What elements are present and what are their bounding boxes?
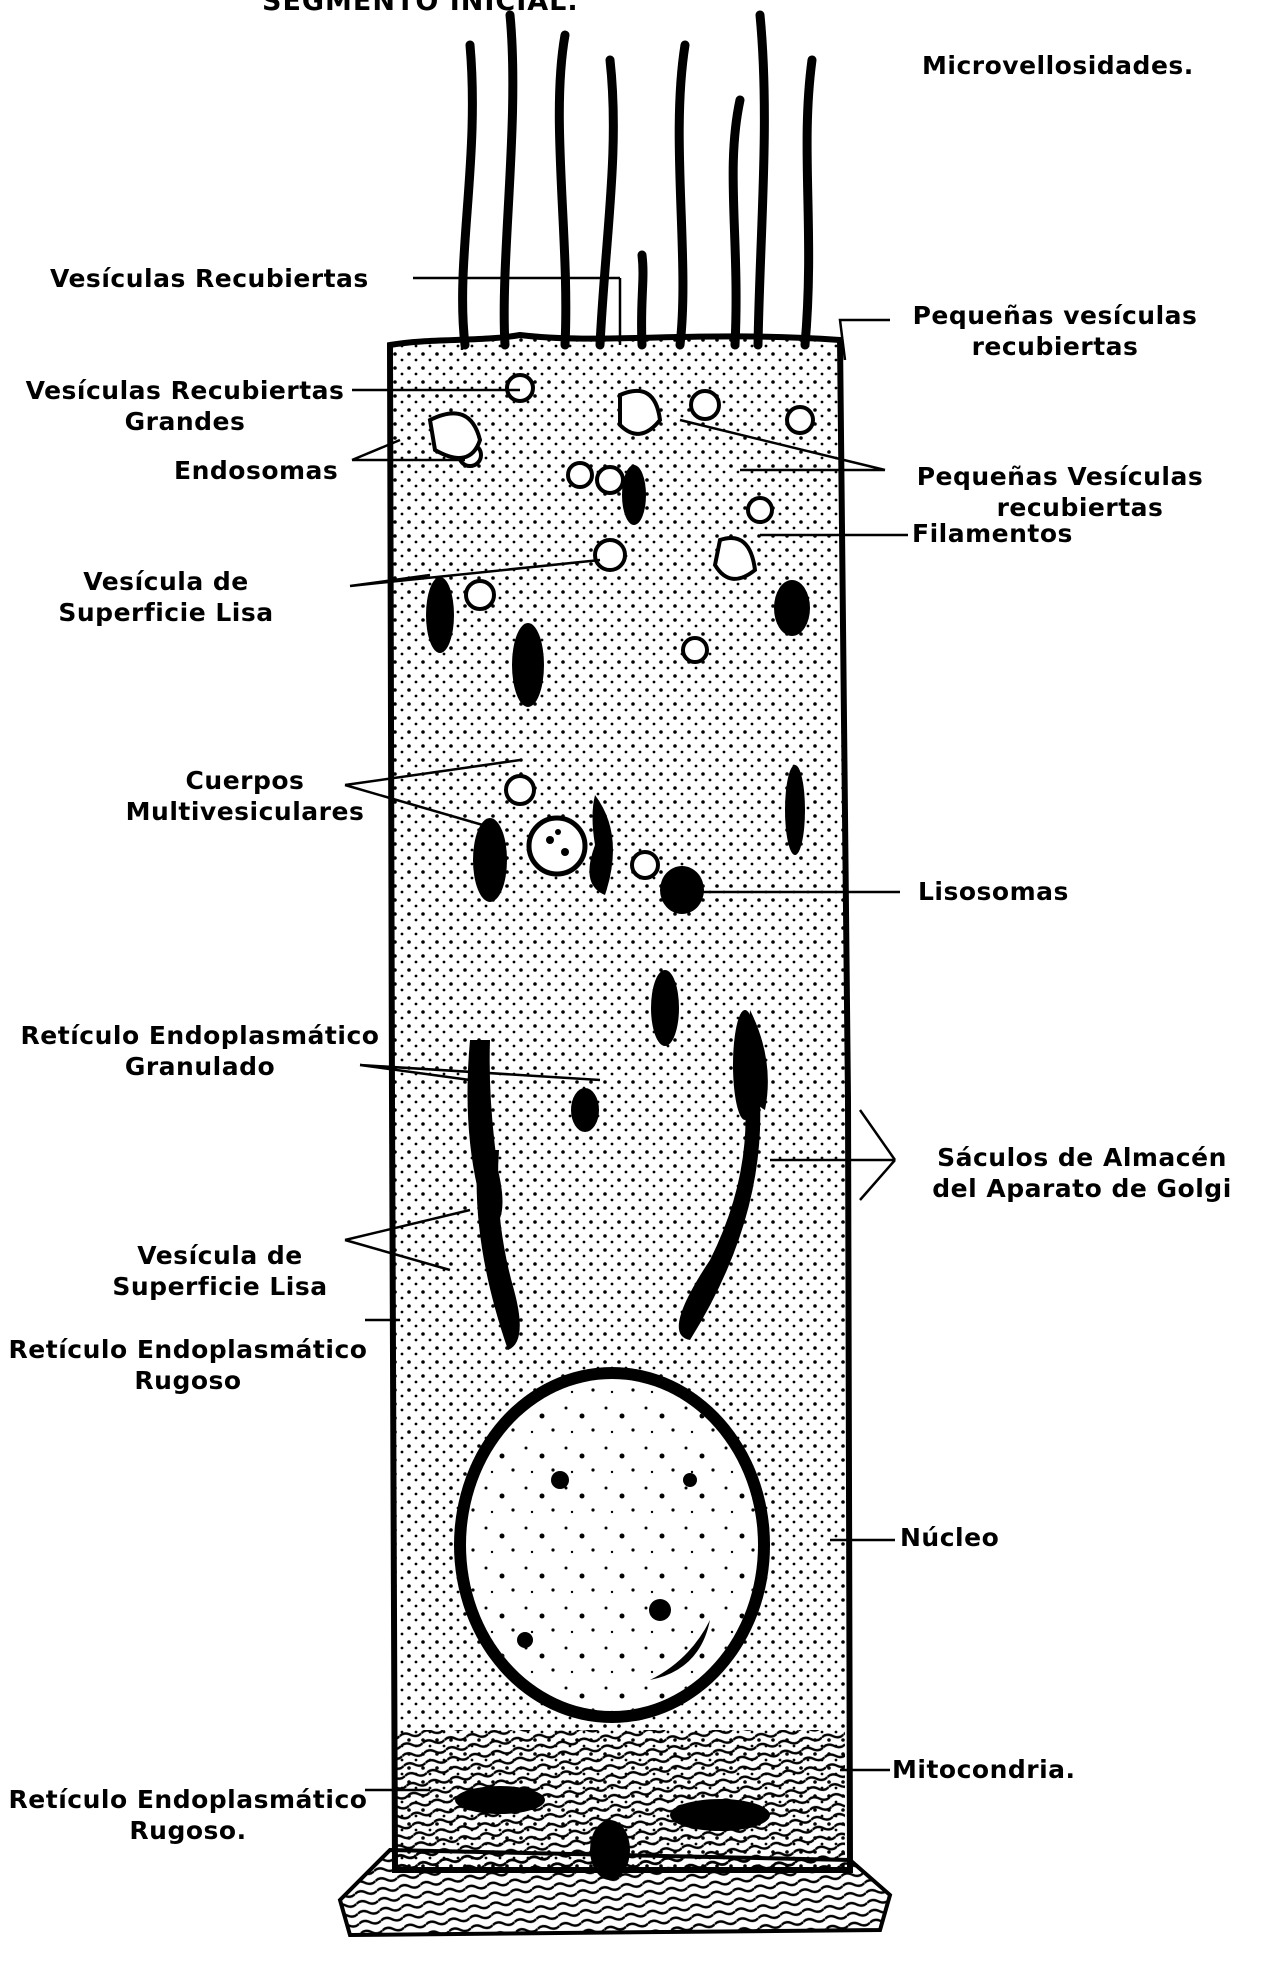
label-line: Grandes [18,406,352,437]
label-line: Sáculos de Almacén [912,1142,1252,1173]
diagram-title: SEGMENTO INICIAL. [262,0,579,17]
label-lisosomas: Lisosomas [918,876,1069,907]
label-filamentos: Filamentos [912,518,1073,549]
label-pequenas-vesiculas-recubiertas-2: Pequeñas Vesículas recubiertas [905,461,1215,523]
label-line: Vesículas Recubiertas [18,375,352,406]
nucleus [454,1367,770,1723]
label-vesiculas-recubiertas: Vesículas Recubiertas [50,263,369,294]
multivesicular-body [529,818,585,874]
label-reticulo-granulado: Retículo Endoplasmático Granulado [20,1020,380,1082]
label-line: Pequeñas Vesículas [905,461,1215,492]
label-line: Vesícula de [100,1240,340,1271]
label-line: Cuerpos [124,765,366,796]
label-line: Retículo Endoplasmático [8,1784,368,1815]
label-line: Retículo Endoplasmático [20,1020,380,1051]
label-microvellosidades: Microvellosidades. [922,50,1194,81]
label-line: del Aparato de Golgi [912,1173,1252,1204]
label-line: Retículo Endoplasmático [8,1334,368,1365]
label-saculos-golgi: Sáculos de Almacén del Aparato de Golgi [912,1142,1252,1204]
label-cuerpos-multivesiculares: Cuerpos Multivesiculares [124,765,366,827]
label-line: Granulado [20,1051,380,1082]
label-line: Rugoso. [8,1815,368,1846]
label-line: Superficie Lisa [100,1271,340,1302]
label-vesiculas-recubiertas-grandes: Vesículas Recubiertas Grandes [18,375,352,437]
label-line: Superficie Lisa [46,597,286,628]
label-line: Multivesiculares [124,796,366,827]
label-reticulo-rugoso-2: Retículo Endoplasmático Rugoso. [8,1784,368,1846]
label-vesicula-superficie-lisa-1: Vesícula de Superficie Lisa [46,566,286,628]
label-mitocondria: Mitocondria. [892,1754,1076,1785]
label-line: Pequeñas vesículas [905,300,1205,331]
label-endosomas: Endosomas [174,455,338,486]
basal-lamina [340,1850,890,1935]
label-pequenas-vesiculas-recubiertas-1: Pequeñas vesículas recubiertas [905,300,1205,362]
label-nucleo: Núcleo [900,1522,999,1553]
label-reticulo-rugoso-1: Retículo Endoplasmático Rugoso [8,1334,368,1396]
label-line: Vesícula de [46,566,286,597]
label-vesicula-superficie-lisa-2: Vesícula de Superficie Lisa [100,1240,340,1302]
label-line: Rugoso [8,1365,368,1396]
microvilli [463,15,812,345]
label-line: recubiertas [905,331,1205,362]
